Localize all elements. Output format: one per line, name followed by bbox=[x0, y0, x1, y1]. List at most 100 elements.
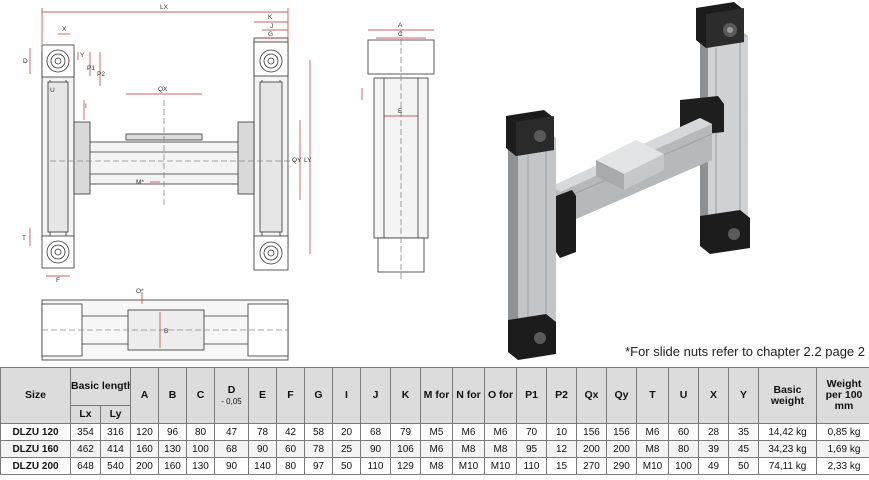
table-cell: 129 bbox=[390, 457, 421, 475]
size-cell: DLZU 160 bbox=[0, 440, 71, 458]
table-cell: 316 bbox=[100, 423, 131, 441]
size-cell: DLZU 200 bbox=[0, 457, 71, 475]
table-cell: 78 bbox=[304, 440, 333, 458]
slide-nut-note: *For slide nuts refer to chapter 2.2 pag… bbox=[625, 344, 865, 359]
label-p2: P2 bbox=[97, 71, 105, 78]
label-qy: QY bbox=[292, 157, 302, 164]
header-i: I bbox=[332, 367, 361, 424]
table-cell: 100 bbox=[668, 457, 699, 475]
table-cell: 200 bbox=[576, 440, 607, 458]
header-t: T bbox=[636, 367, 669, 424]
table-cell: 39 bbox=[698, 440, 729, 458]
table-cell: 1,69 kg bbox=[816, 440, 869, 458]
label-j: J bbox=[270, 23, 273, 30]
label-u: U bbox=[50, 87, 55, 94]
table-cell: 20 bbox=[332, 423, 361, 441]
table-cell: 90 bbox=[248, 440, 277, 458]
header-f: F bbox=[276, 367, 305, 424]
table-cell: 96 bbox=[158, 423, 187, 441]
label-o-star: O* bbox=[136, 288, 144, 295]
table-cell: 160 bbox=[158, 457, 187, 475]
header-d-label: D bbox=[227, 383, 236, 396]
table-cell: 462 bbox=[70, 440, 101, 458]
technical-drawing: LX K J G X Y D P1 P2 U I QX QY LY M* T F… bbox=[22, 2, 750, 361]
header-d-tolerance: - 0,05 bbox=[221, 396, 242, 406]
label-g: G bbox=[268, 31, 273, 38]
table-cell: 414 bbox=[100, 440, 131, 458]
header-weight-per-100: Weight per 100 mm bbox=[816, 367, 869, 424]
label-ly: LY bbox=[304, 157, 312, 164]
table-cell: 15 bbox=[546, 457, 577, 475]
front-view-drawing bbox=[41, 37, 296, 271]
bottom-view-dimensions bbox=[141, 292, 161, 348]
label-x: X bbox=[62, 26, 67, 33]
table-cell: 97 bbox=[304, 457, 333, 475]
table-cell: 12 bbox=[546, 440, 577, 458]
table-cell: 0,85 kg bbox=[816, 423, 869, 441]
table-cell: 120 bbox=[130, 423, 159, 441]
size-cell: DLZU 120 bbox=[0, 423, 71, 441]
table-cell: 100 bbox=[186, 440, 215, 458]
table-cell: M8 bbox=[636, 440, 669, 458]
header-basic-weight: Basic weight bbox=[758, 367, 817, 424]
table-cell: 80 bbox=[276, 457, 305, 475]
table-cell: 90 bbox=[214, 457, 249, 475]
table-cell: 80 bbox=[668, 440, 699, 458]
table-cell: 68 bbox=[360, 423, 391, 441]
table-cell: 270 bbox=[576, 457, 607, 475]
table-cell: 35 bbox=[728, 423, 759, 441]
header-o: O for bbox=[484, 367, 517, 424]
table-cell: M10 bbox=[636, 457, 669, 475]
table-cell: 45 bbox=[728, 440, 759, 458]
table-cell: M8 bbox=[420, 457, 453, 475]
table-cell: 68 bbox=[214, 440, 249, 458]
table-cell: 78 bbox=[248, 423, 277, 441]
header-x: X bbox=[698, 367, 729, 424]
side-view-labels: A C E bbox=[398, 22, 403, 115]
table-cell: M6 bbox=[636, 423, 669, 441]
table-cell: 540 bbox=[100, 457, 131, 475]
label-f: F bbox=[56, 277, 60, 284]
table-cell: 28 bbox=[698, 423, 729, 441]
table-cell: 70 bbox=[516, 423, 547, 441]
label-lx: LX bbox=[160, 4, 169, 11]
header-c: C bbox=[186, 367, 215, 424]
label-k: K bbox=[268, 14, 273, 21]
header-p2: P2 bbox=[546, 367, 577, 424]
table-cell: M6 bbox=[420, 440, 453, 458]
header-a: A bbox=[130, 367, 159, 424]
table-cell: 14,42 kg bbox=[758, 423, 817, 441]
header-j: J bbox=[360, 367, 391, 424]
label-i: I bbox=[85, 103, 87, 110]
label-d: D bbox=[23, 58, 28, 65]
header-y: Y bbox=[728, 367, 759, 424]
table-cell: M10 bbox=[484, 457, 517, 475]
table-cell: 74,11 kg bbox=[758, 457, 817, 475]
table-cell: 34,23 kg bbox=[758, 440, 817, 458]
table-cell: M8 bbox=[484, 440, 517, 458]
header-g: G bbox=[304, 367, 333, 424]
label-e: E bbox=[398, 108, 403, 115]
bottom-view-drawing bbox=[41, 299, 289, 361]
side-view-drawing bbox=[367, 30, 435, 280]
header-basic-length: Basic length bbox=[70, 367, 131, 406]
table-cell: 80 bbox=[186, 423, 215, 441]
table-cell: 156 bbox=[576, 423, 607, 441]
table-cell: 354 bbox=[70, 423, 101, 441]
table-cell: 156 bbox=[606, 423, 637, 441]
table-cell: 130 bbox=[186, 457, 215, 475]
table-cell: 25 bbox=[332, 440, 361, 458]
header-p1: P1 bbox=[516, 367, 547, 424]
table-cell: 90 bbox=[360, 440, 391, 458]
header-b: B bbox=[158, 367, 187, 424]
header-qx: Qx bbox=[576, 367, 607, 424]
label-y: Y bbox=[80, 52, 85, 59]
label-t: T bbox=[22, 235, 26, 242]
header-k: K bbox=[390, 367, 421, 424]
product-render bbox=[506, 2, 750, 360]
table-cell: 60 bbox=[276, 440, 305, 458]
table-cell: 110 bbox=[360, 457, 391, 475]
